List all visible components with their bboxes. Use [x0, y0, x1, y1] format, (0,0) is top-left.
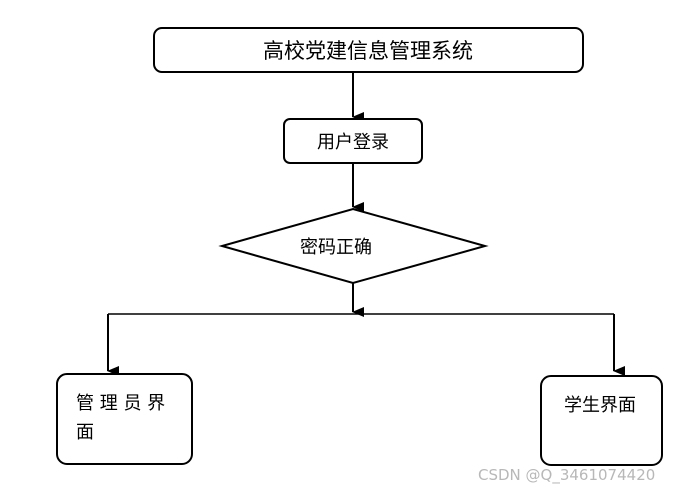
admin-box-label-line2: 面 [76, 422, 94, 443]
title-box [153, 27, 584, 73]
admin-box-label-line1: 管 理 员 界 [76, 393, 165, 414]
decision-label: 密码正确 [300, 237, 372, 258]
watermark: CSDN @Q_3461074420 [478, 466, 656, 484]
student-box-label: 学生界面 [564, 395, 636, 416]
login-box-label: 用户登录 [317, 132, 389, 153]
student-box [540, 375, 663, 466]
title-box-label: 高校党建信息管理系统 [263, 39, 473, 63]
admin-box [56, 373, 193, 465]
